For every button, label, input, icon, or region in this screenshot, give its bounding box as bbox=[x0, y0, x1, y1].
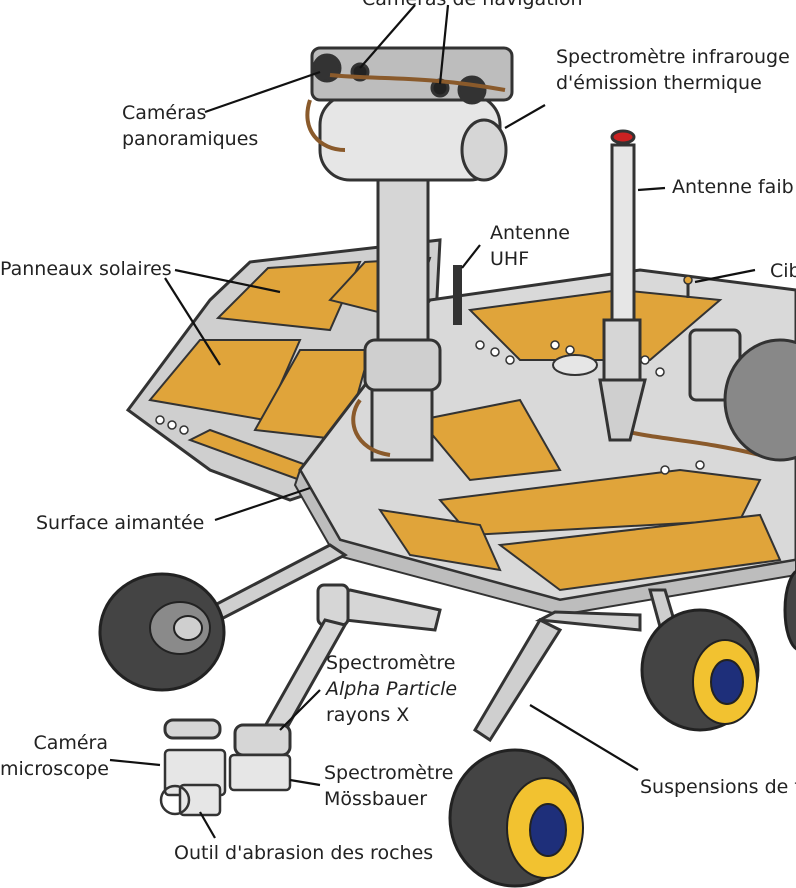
label-magnetic-surface: Surface aimantée bbox=[36, 512, 205, 534]
deck-front-edge bbox=[293, 467, 796, 617]
label-rock-abrasion-tool: Outil d'abrasion des roches bbox=[174, 842, 434, 864]
label-line: Mössbauer bbox=[324, 788, 428, 810]
leader-lines bbox=[109, 4, 756, 839]
robotic-arm bbox=[163, 583, 442, 757]
instrument-head bbox=[159, 748, 292, 817]
deck-panel bbox=[497, 513, 782, 592]
label-thermal-spectrometer: Spectromètre infrarouge m d'émission the… bbox=[556, 44, 796, 96]
suspension-arms bbox=[187, 543, 682, 743]
far-right-wheel bbox=[783, 569, 796, 651]
mast-head bbox=[310, 46, 514, 182]
label-navigation-cameras: Caméras de navigation bbox=[362, 0, 583, 12]
label-line: Caméras bbox=[122, 102, 207, 124]
label-line: Spectromètre infrarouge m bbox=[556, 46, 796, 68]
high-gain-antenna bbox=[688, 328, 796, 462]
low-gain-antenna bbox=[598, 129, 647, 442]
deck-bolts bbox=[155, 340, 705, 475]
solar-panel-cell bbox=[148, 339, 302, 422]
front-wheel bbox=[448, 748, 584, 888]
label-solar-panels: Panneaux solaires bbox=[0, 258, 172, 280]
label-calibration-target: Cib bbox=[770, 260, 796, 282]
label-line: Antenne bbox=[490, 222, 570, 244]
deck-panel bbox=[377, 508, 502, 572]
label-line: Spectromètre bbox=[324, 762, 454, 784]
label-line: UHF bbox=[490, 248, 530, 270]
rear-left-wheel bbox=[98, 572, 226, 692]
middle-right-wheel bbox=[640, 608, 760, 732]
uhf-antenna bbox=[453, 265, 462, 325]
label-suspension: Suspensions de t bbox=[640, 776, 796, 798]
solar-panel-cell bbox=[215, 260, 362, 332]
deck-panel bbox=[467, 288, 723, 361]
deck-panel bbox=[418, 398, 562, 482]
label-line: Caméra bbox=[33, 732, 108, 754]
small-dish bbox=[552, 354, 598, 376]
label-panoramic-cameras: Caméras panoramiques bbox=[122, 100, 258, 152]
label-line: microscope bbox=[0, 758, 109, 780]
label-line: Spectromètre bbox=[326, 652, 456, 674]
label-apxs: Spectromètre Alpha Particle rayons X bbox=[326, 650, 457, 728]
cables bbox=[305, 73, 761, 457]
label-uhf-antenna: Antenne UHF bbox=[490, 220, 570, 272]
label-mossbauer: Spectromètre Mössbauer bbox=[324, 760, 453, 812]
label-line: d'émission thermique bbox=[556, 72, 762, 94]
mast bbox=[363, 178, 442, 462]
label-line: panoramiques bbox=[122, 128, 259, 150]
label-microscope-camera: Caméra microscope bbox=[0, 730, 109, 782]
label-low-gain-antenna: Antenne faib bbox=[672, 176, 794, 198]
label-line: Alpha Particle bbox=[326, 678, 458, 700]
label-line: rayons X bbox=[326, 704, 410, 726]
